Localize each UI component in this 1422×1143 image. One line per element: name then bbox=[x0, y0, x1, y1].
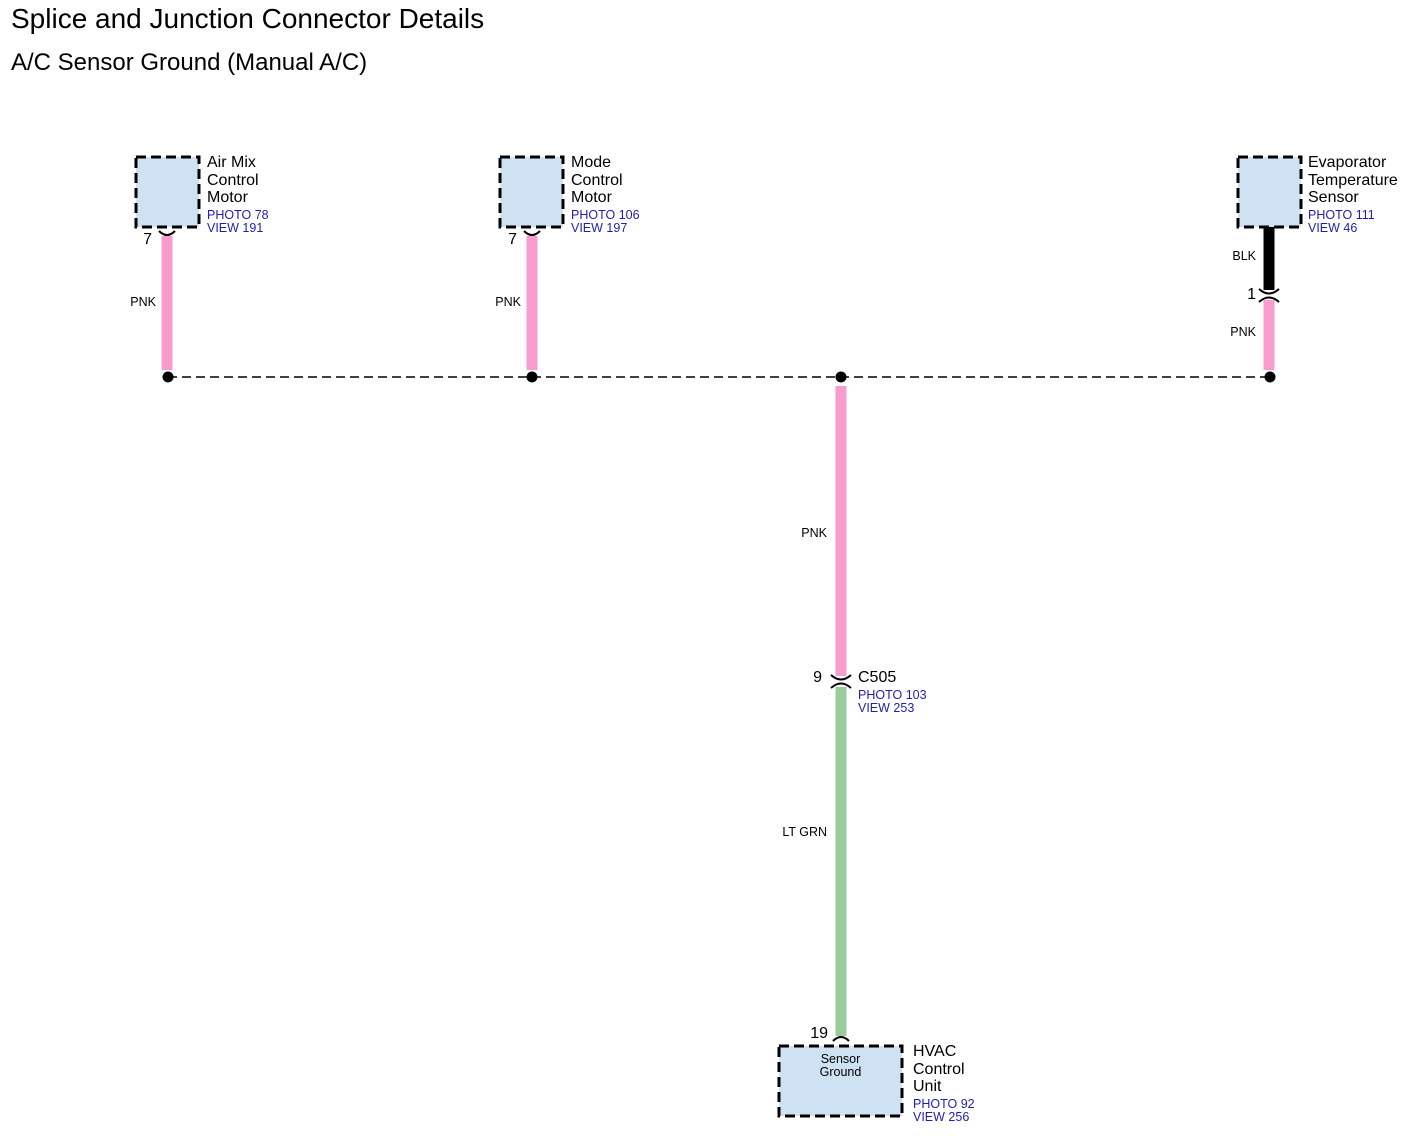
component-name-line: Mode bbox=[571, 154, 612, 171]
splice-point bbox=[1264, 371, 1276, 383]
hvac-references: PHOTO 92 VIEW 256 bbox=[913, 1098, 975, 1124]
terminal-arc bbox=[158, 230, 176, 236]
connector-c505-arc-top bbox=[830, 674, 852, 681]
view-link[interactable]: VIEW 197 bbox=[571, 221, 628, 235]
component-name-line: Motor bbox=[571, 189, 612, 206]
wire-color-label: BLK bbox=[1232, 249, 1256, 263]
component-name-line: Evaporator bbox=[1308, 154, 1387, 171]
photo-link[interactable]: PHOTO 106 bbox=[571, 208, 640, 222]
terminal-label-line: Sensor bbox=[820, 1052, 861, 1066]
splice-point bbox=[162, 371, 174, 383]
photo-link[interactable]: PHOTO 103 bbox=[858, 688, 927, 702]
mode-control-motor-label: Mode Control Motor bbox=[571, 154, 623, 207]
connector-evaporator-arc-bottom bbox=[1258, 296, 1280, 303]
pin-number: 1 bbox=[1247, 286, 1256, 303]
component-name-line: Unit bbox=[913, 1078, 942, 1095]
hvac-control-unit-box[interactable] bbox=[777, 1044, 904, 1118]
component-name-line: Control bbox=[571, 171, 623, 189]
hvac-control-unit-label: HVAC Control Unit bbox=[913, 1043, 965, 1096]
view-link[interactable]: VIEW 191 bbox=[207, 221, 264, 235]
view-link[interactable]: VIEW 46 bbox=[1308, 221, 1358, 235]
wire-color-label: PNK bbox=[130, 295, 156, 309]
photo-link[interactable]: PHOTO 92 bbox=[913, 1097, 975, 1111]
component-name-line: Sensor bbox=[1308, 189, 1359, 206]
wire-color-label: PNK bbox=[495, 295, 521, 309]
page-subtitle: A/C Sensor Ground (Manual A/C) bbox=[11, 49, 368, 76]
hvac-sensor-ground-terminal-label: Sensor Ground bbox=[779, 1053, 902, 1079]
wire-color-label: LT GRN bbox=[782, 825, 827, 839]
component-name-line: Motor bbox=[207, 189, 248, 206]
wire-color-label: PNK bbox=[1230, 325, 1256, 339]
view-link[interactable]: VIEW 256 bbox=[913, 1110, 970, 1124]
splice-point bbox=[835, 371, 847, 383]
splice-point bbox=[526, 371, 538, 383]
terminal-label-line: Ground bbox=[819, 1065, 862, 1079]
evaporator-temperature-sensor-label: Evaporator Temperature Sensor bbox=[1308, 154, 1398, 207]
photo-link[interactable]: PHOTO 111 bbox=[1308, 208, 1375, 222]
pin-number: 9 bbox=[813, 669, 822, 686]
mode-control-motor-box[interactable] bbox=[498, 155, 565, 229]
mode-references: PHOTO 106 VIEW 197 bbox=[571, 209, 640, 235]
pin-number: 7 bbox=[143, 231, 152, 248]
component-name-line: Temperature bbox=[1308, 171, 1398, 189]
component-name-line: Control bbox=[913, 1060, 965, 1078]
air-mix-control-motor-label: Air Mix Control Motor bbox=[207, 154, 259, 207]
component-name-line: HVAC bbox=[913, 1043, 957, 1060]
connector-c505-arc-bottom bbox=[830, 682, 852, 689]
evaporator-temperature-sensor-box[interactable] bbox=[1236, 155, 1303, 229]
terminal-arc bbox=[832, 1036, 850, 1042]
pin-number: 19 bbox=[810, 1025, 828, 1042]
air-mix-references: PHOTO 78 VIEW 191 bbox=[207, 209, 269, 235]
connector-c505-name: C505 bbox=[858, 669, 897, 686]
connector-c505-references: PHOTO 103 VIEW 253 bbox=[858, 689, 927, 715]
component-name-line: Air Mix bbox=[207, 154, 256, 171]
component-name-line: Control bbox=[207, 171, 259, 189]
terminal-arc bbox=[523, 230, 541, 236]
page-title: Splice and Junction Connector Details bbox=[11, 3, 485, 34]
view-link[interactable]: VIEW 253 bbox=[858, 701, 915, 715]
wire-color-label: PNK bbox=[801, 526, 827, 540]
pin-number: 7 bbox=[508, 231, 517, 248]
photo-link[interactable]: PHOTO 78 bbox=[207, 208, 269, 222]
connector-evaporator-arc-top bbox=[1258, 288, 1280, 295]
air-mix-control-motor-box[interactable] bbox=[134, 155, 201, 229]
evaporator-references: PHOTO 111 VIEW 46 bbox=[1308, 209, 1375, 235]
